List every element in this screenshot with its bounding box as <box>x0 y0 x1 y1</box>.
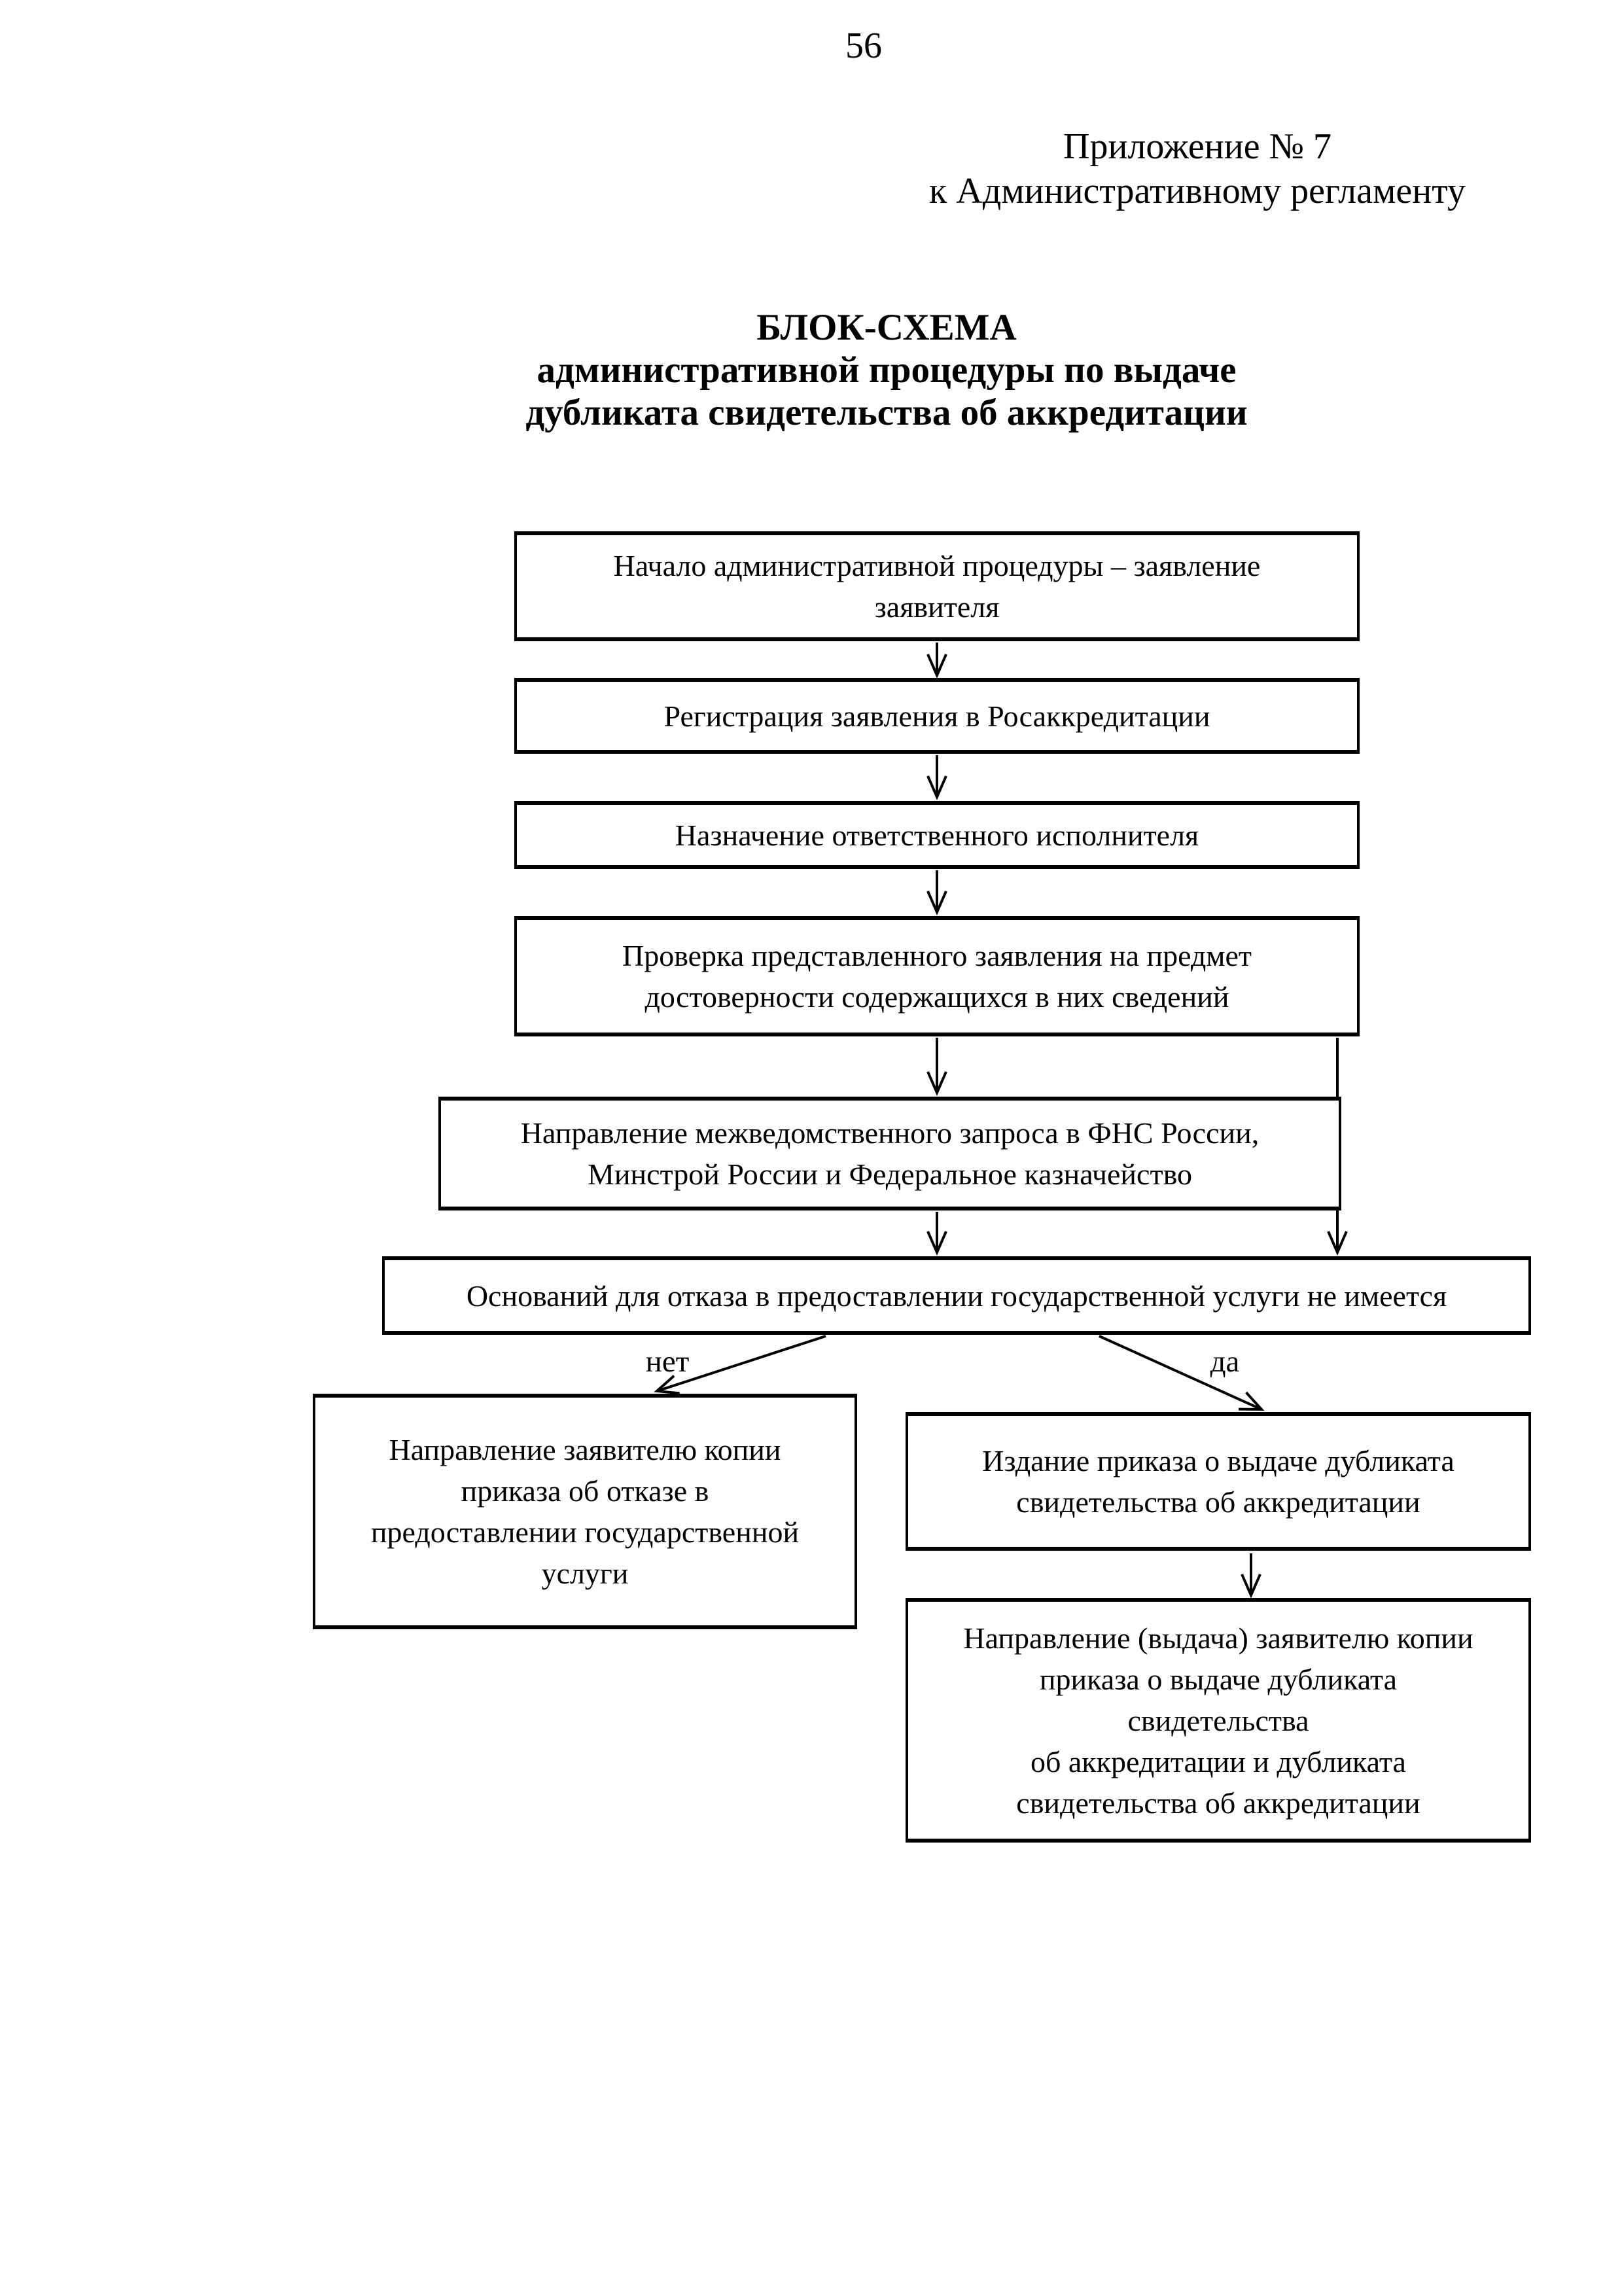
flow-box-start: Начало административной процедуры – заяв… <box>514 531 1360 641</box>
flow-box-interagency-request: Направление межведомственного запроса в … <box>438 1097 1341 1210</box>
flow-box-issue-order: Издание приказа о выдаче дубликата свиде… <box>906 1412 1531 1551</box>
page-title: БЛОК-СХЕМА административной процедуры по… <box>525 307 1248 433</box>
annex-note-line2: к Административному регламенту <box>929 171 1466 211</box>
branch-label-no: нет <box>645 1345 690 1379</box>
annex-note-line1: Приложение № 7 <box>1063 126 1331 167</box>
flow-box-assign-executor: Назначение ответственного исполнителя <box>514 801 1360 869</box>
annex-note: Приложение № 7 к Административному регла… <box>877 124 1518 213</box>
page-number: 56 <box>845 26 882 66</box>
flow-box-send-duplicate: Направление (выдача) заявителю копии при… <box>906 1598 1531 1843</box>
branch-label-yes: да <box>1210 1345 1240 1379</box>
flow-box-decision: Оснований для отказа в предоставлении го… <box>382 1256 1531 1335</box>
flow-box-registration: Регистрация заявления в Росаккредитации <box>514 678 1360 754</box>
flow-box-check-application: Проверка представленного заявления на пр… <box>514 916 1360 1036</box>
flow-box-refusal-copy: Направление заявителю копии приказа об о… <box>313 1394 857 1629</box>
